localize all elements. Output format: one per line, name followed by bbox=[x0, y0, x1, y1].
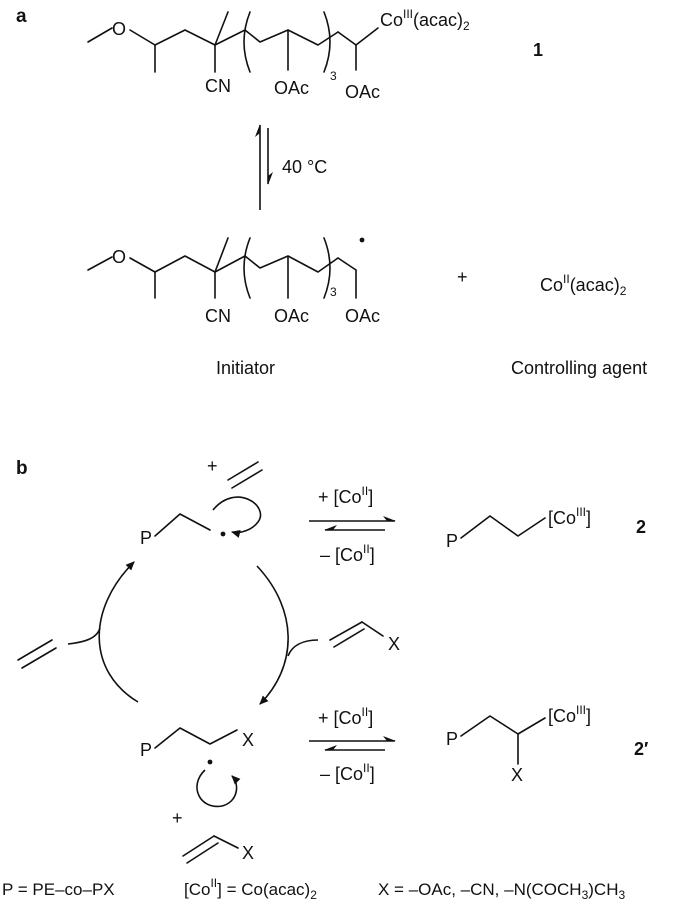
polymer-p-top: P bbox=[140, 528, 152, 548]
plus-sign: + bbox=[457, 267, 468, 287]
cycle-arrow-right bbox=[256, 565, 289, 705]
top-curved-arrow bbox=[212, 496, 262, 538]
legend-co-definition: [CoII] = Co(acac)2 bbox=[184, 876, 317, 902]
polymer-p-product-2: P bbox=[446, 531, 458, 551]
compound-number-2prime: 2′ bbox=[634, 739, 648, 759]
repeat-bracket-right bbox=[323, 11, 331, 73]
compound-1-structure bbox=[87, 11, 379, 73]
repeat-count: 3 bbox=[330, 69, 337, 83]
bottom-back-condition: – [CoII] bbox=[320, 761, 375, 784]
radical-dot bbox=[359, 237, 365, 243]
cn-group: CN bbox=[205, 76, 231, 96]
compound-number-2: 2 bbox=[636, 517, 646, 537]
legend-x-definition: X = –OAc, –CN, –N(COCH3)CH3 bbox=[378, 880, 625, 902]
product-2prime-x: X bbox=[511, 765, 523, 785]
product-2-cobalt: [CoIII] bbox=[548, 505, 591, 528]
polymer-p-product-2prime: P bbox=[446, 729, 458, 749]
bottom-radical-dot bbox=[207, 759, 213, 765]
methoxy-oxygen: O bbox=[112, 19, 126, 39]
oac-group-1: OAc bbox=[274, 78, 309, 98]
radical-oac-group-1: OAc bbox=[274, 306, 309, 326]
product-2prime-cobalt: [CoIII] bbox=[548, 703, 591, 726]
bottom-curved-arrow bbox=[196, 769, 241, 808]
radical-repeat-count: 3 bbox=[330, 285, 337, 299]
top-forward-condition: + [CoII] bbox=[318, 484, 373, 507]
product-2-chain bbox=[460, 515, 546, 539]
vinyl-x-substituent-bottom: X bbox=[242, 843, 254, 863]
initiator-caption: Initiator bbox=[216, 358, 275, 378]
cobalt-iii-complex: CoIII(acac)2 bbox=[380, 7, 470, 33]
vinyl-x-right bbox=[329, 621, 384, 648]
polymer-p-bottom: P bbox=[140, 740, 152, 760]
top-radical-chain bbox=[154, 513, 211, 537]
vinyl-feed-hook bbox=[287, 639, 319, 657]
top-radical-dot bbox=[220, 531, 226, 537]
cobalt-ii-complex: CoII(acac)2 bbox=[540, 272, 627, 298]
panel-b-label: b bbox=[16, 458, 28, 479]
top-back-condition: – [CoII] bbox=[320, 542, 375, 565]
ethylene-left bbox=[17, 639, 57, 669]
vinyl-plus-bottom: + bbox=[172, 808, 183, 828]
reaction-temperature: 40 °C bbox=[282, 157, 327, 177]
radical-methoxy-oxygen: O bbox=[112, 247, 126, 267]
initiator-radical-structure bbox=[87, 237, 365, 299]
legend-p-definition: P = PE–co–PX bbox=[2, 880, 115, 899]
radical-cn-group: CN bbox=[205, 306, 231, 326]
ethylene-feed-hook bbox=[67, 627, 101, 645]
vinyl-x-bottom bbox=[182, 835, 239, 864]
bottom-radical-chain bbox=[154, 727, 238, 749]
oac-group-2: OAc bbox=[345, 82, 380, 102]
bottom-forward-condition: + [CoII] bbox=[318, 705, 373, 728]
product-2prime-chain bbox=[460, 715, 546, 737]
ethylene-top bbox=[227, 461, 263, 489]
cycle-arrow-left bbox=[98, 561, 139, 703]
compound-number-1: 1 bbox=[533, 40, 543, 60]
radical-oac-group-2: OAc bbox=[345, 306, 380, 326]
controlling-agent-caption: Controlling agent bbox=[511, 358, 647, 378]
repeat-bracket-left bbox=[243, 11, 251, 73]
vinyl-x-substituent-right: X bbox=[388, 634, 400, 654]
ethylene-plus-top: + bbox=[207, 456, 218, 476]
panel-a-label: a bbox=[16, 6, 27, 27]
bottom-radical-x: X bbox=[242, 730, 254, 750]
